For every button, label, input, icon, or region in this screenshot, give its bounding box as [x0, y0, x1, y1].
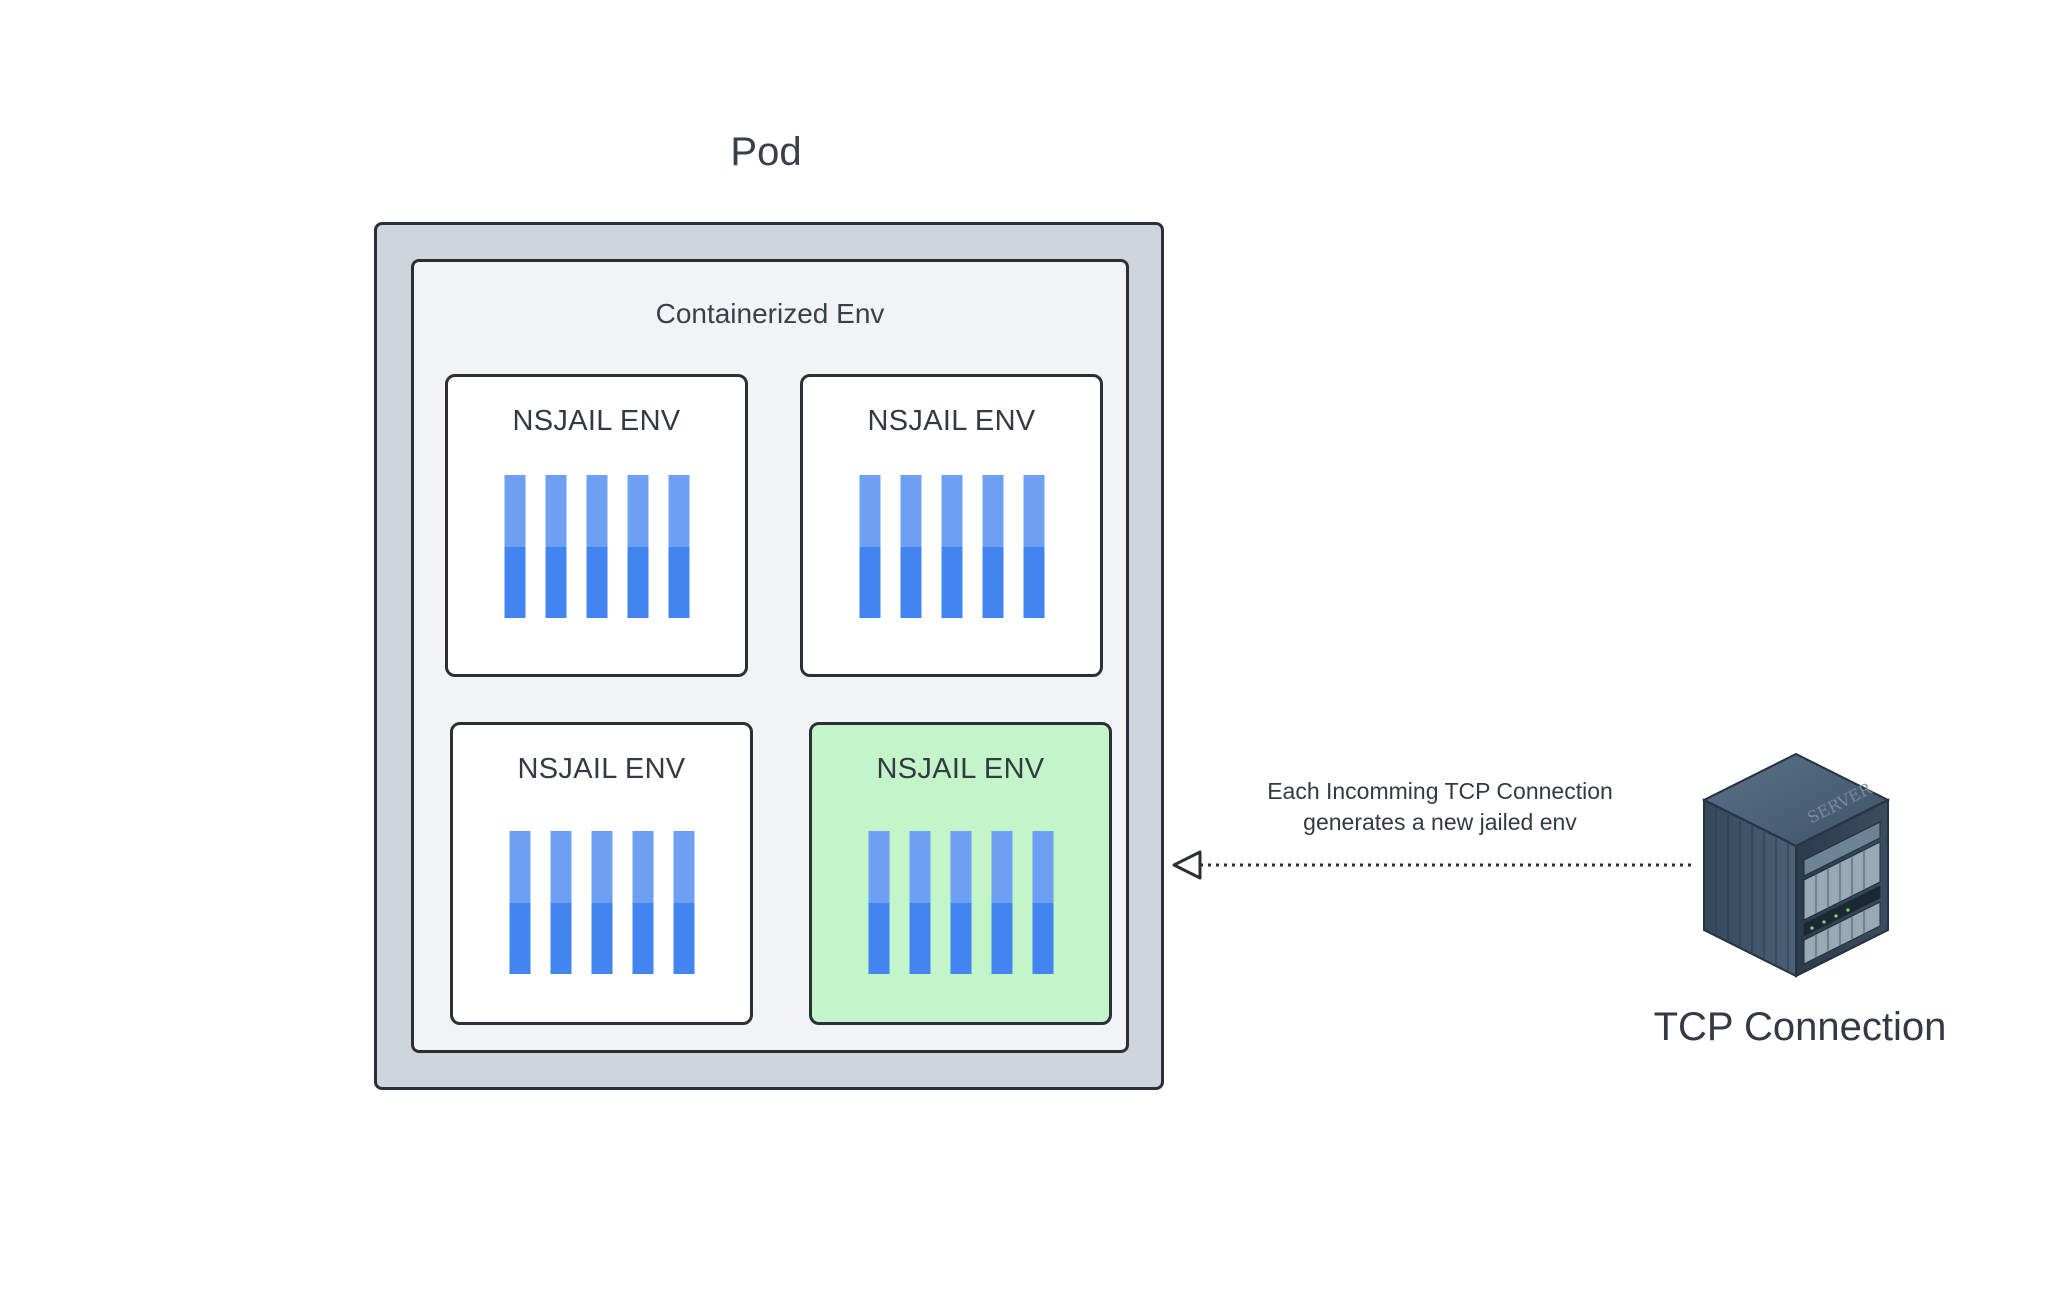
nsjail-env-box-active: NSJAIL ENV — [809, 722, 1112, 1025]
connection-caption-line1: Each Incomming TCP Connection — [1267, 778, 1613, 804]
nsjail-env-label: NSJAIL ENV — [517, 753, 686, 785]
arrow-head-icon — [1172, 850, 1202, 880]
nsjail-env-label: NSJAIL ENV — [512, 405, 681, 437]
nsjail-env-box: NSJAIL ENV — [450, 722, 753, 1025]
connection-arrow — [1172, 850, 1694, 880]
process-bars-icon — [509, 831, 694, 974]
process-bars-icon — [859, 475, 1044, 618]
process-bars-icon — [504, 475, 689, 618]
nsjail-env-label: NSJAIL ENV — [867, 405, 1036, 437]
connection-caption-line2: generates a new jailed env — [1303, 809, 1577, 835]
nsjail-env-label: NSJAIL ENV — [876, 753, 1045, 785]
connection-caption: Each Incomming TCP Connection generates … — [1220, 776, 1660, 838]
server-icon: SERVER — [1701, 752, 1891, 978]
tcp-connection-label: TCP Connection — [1653, 1005, 1947, 1049]
process-bars-icon — [868, 831, 1053, 974]
containerized-env-label: Containerized Env — [655, 298, 885, 329]
pod-title: Pod — [730, 130, 802, 174]
nsjail-env-box: NSJAIL ENV — [445, 374, 748, 677]
nsjail-env-box: NSJAIL ENV — [800, 374, 1103, 677]
